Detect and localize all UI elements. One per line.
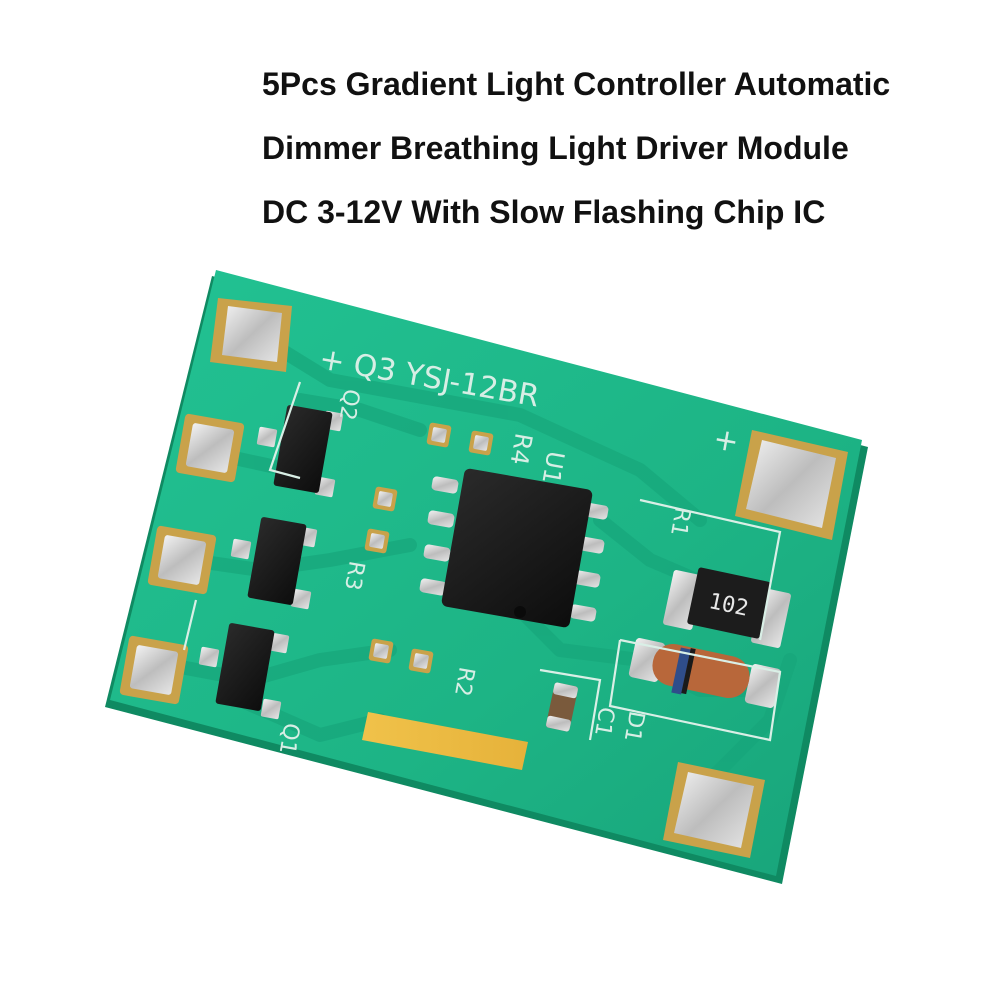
resistor-r1: 102 <box>663 567 791 648</box>
product-title: 5Pcs Gradient Light Controller Automatic… <box>262 52 982 244</box>
label-u1: U1 <box>536 449 569 486</box>
power-pad-top-left <box>210 298 292 372</box>
diode-d1 <box>628 638 782 708</box>
transistor-q2 <box>230 517 318 610</box>
product-title-line-2: Dimmer Breathing Light Driver Module <box>262 130 849 166</box>
label-q2: Q2 <box>334 387 364 422</box>
product-title-line-1: 5Pcs Gradient Light Controller Automatic <box>262 66 891 102</box>
label-q1: Q1 <box>274 721 304 756</box>
transistor-q1 <box>198 623 290 720</box>
output-pad-1 <box>175 413 245 483</box>
power-pad-right-plus <box>735 430 848 540</box>
label-d1: D1 <box>619 709 649 744</box>
power-pad-bottom-right <box>663 762 765 858</box>
resistor-r4-pads <box>426 422 494 456</box>
output-pad-3 <box>119 635 189 705</box>
output-pad-2 <box>147 525 217 595</box>
transistor-q3 <box>256 405 344 498</box>
silkscreen <box>182 381 782 742</box>
plus-marking-label: + <box>711 421 742 460</box>
label-r4: R4 <box>505 431 538 467</box>
label-r1: R1 <box>665 505 695 538</box>
label-r2: R2 <box>449 665 479 698</box>
capacitor-c1 <box>546 682 578 732</box>
label-r3: R3 <box>339 559 369 592</box>
ic-chip-u1 <box>419 468 609 628</box>
product-title-line-3: DC 3-12V With Slow Flashing Chip IC <box>262 194 826 230</box>
label-c1: C1 <box>589 705 619 738</box>
gold-edge-strip <box>362 712 528 770</box>
resistor-r3-pads <box>364 486 398 554</box>
resistor-r2-pads <box>368 638 434 674</box>
